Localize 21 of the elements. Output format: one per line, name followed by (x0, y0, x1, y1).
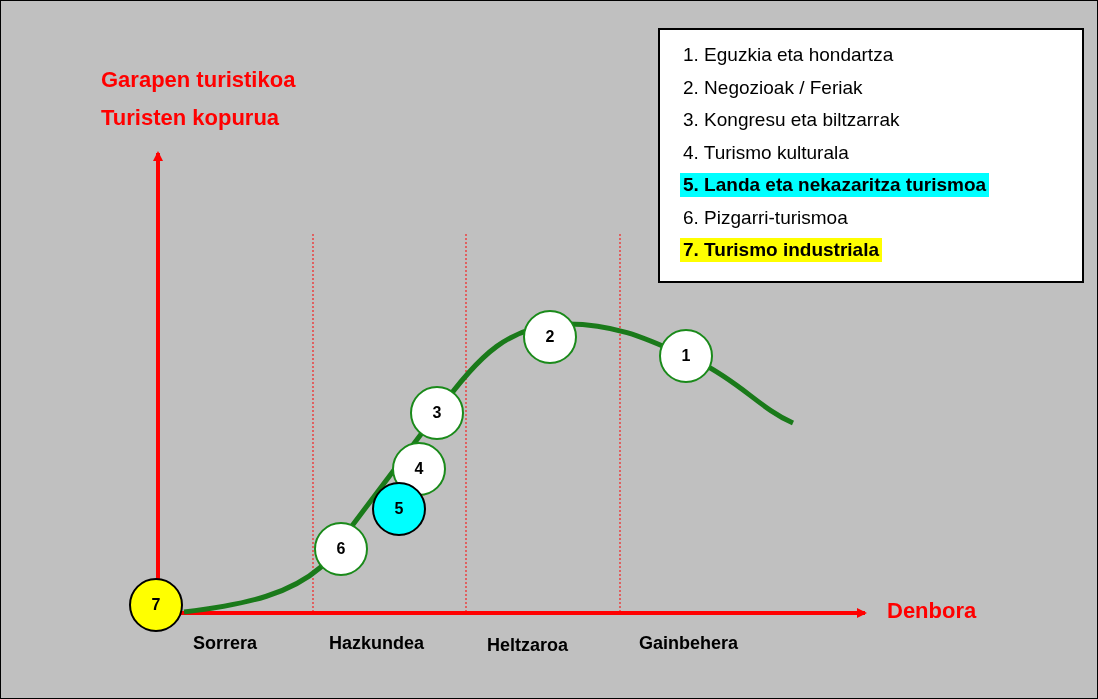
stage-label: Gainbehera (639, 633, 739, 654)
stage-label: Hazkundea (329, 633, 425, 654)
legend-entry: 1. Eguzkia eta hondartza (682, 43, 895, 67)
legend-entry: 3. Kongresu eta biltzarrak (682, 108, 901, 132)
stage-circle: 4 (392, 442, 446, 496)
stage-circle: 7 (129, 578, 183, 632)
legend-entry: 4. Turismo kulturala (682, 140, 850, 165)
axis-title: Turisten kopurua (101, 105, 280, 131)
axis-title: Denbora (887, 598, 977, 624)
stage-circle: 6 (314, 522, 368, 576)
stage-circle: 2 (523, 310, 577, 364)
stage-circle: 1 (659, 329, 713, 383)
legend-entry: 6. Pizgarri-turismoa (682, 205, 849, 230)
legend-entry: 7. Turismo industriala (680, 238, 883, 262)
stage-circle: 5 (372, 482, 426, 536)
stage-label: Heltzaroa (487, 635, 569, 656)
legend-entry: 2. Negozioak / Feriak (682, 75, 864, 100)
legend-entry: 5. Landa eta nekazaritza turismoa (680, 173, 990, 197)
axis-title: Garapen turistikoa (101, 67, 296, 93)
stage-label: Sorrera (193, 633, 258, 654)
stage-circle: 3 (410, 386, 464, 440)
